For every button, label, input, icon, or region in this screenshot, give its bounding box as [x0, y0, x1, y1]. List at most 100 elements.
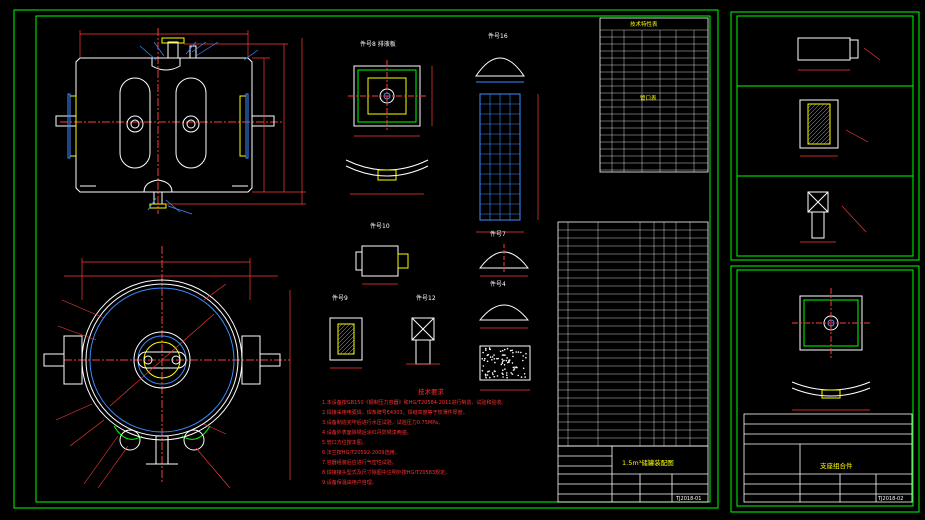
plan-flange-circle	[89, 287, 235, 433]
leader-1	[139, 45, 157, 61]
speckle-dot	[512, 355, 514, 358]
detail-item-10: 件号10	[355, 222, 409, 285]
hatch-line	[807, 103, 825, 121]
support-xbox-leader	[841, 205, 867, 233]
hatch-line	[343, 343, 355, 355]
speckle-dot	[497, 357, 500, 360]
hatch-line	[337, 323, 343, 329]
detail-label-drain-plate: 件号8 排液板	[360, 40, 396, 48]
hatch-line	[337, 323, 351, 337]
item10-body	[361, 245, 399, 277]
leader-8	[165, 199, 181, 213]
grid-panel-dome-top	[475, 57, 525, 77]
detail-item-7: 件号7	[478, 230, 530, 277]
left-side-nozzle	[55, 115, 77, 127]
vessel-front-view	[55, 28, 284, 214]
speckle-dot	[520, 376, 523, 378]
plan-leader-7	[203, 283, 227, 301]
speckle-dot	[491, 356, 494, 358]
plan-leader-5	[83, 435, 119, 485]
bottom-outlet	[143, 179, 173, 193]
leader-4	[191, 41, 207, 53]
support-section-hatch-frame	[807, 103, 831, 145]
baffle-right-port	[182, 115, 200, 133]
item4-speckle-fill	[481, 347, 527, 379]
speckle-dot	[499, 350, 502, 353]
hatch-line	[337, 323, 347, 333]
top-nozzle-flange	[161, 37, 185, 44]
support-pin-body	[797, 37, 851, 61]
speckle-dot	[488, 370, 490, 373]
front-view-shell-outline	[75, 57, 253, 193]
speckle-dot	[517, 351, 520, 353]
side-drawing-number: TJ2018-02	[877, 496, 903, 502]
speckle-dot	[491, 372, 494, 374]
plan-view-leaders	[55, 283, 231, 489]
speckle-dot	[492, 373, 494, 376]
speckle-dot	[503, 364, 506, 366]
speckle-dot	[491, 359, 493, 361]
detail-item-4: 件号4	[478, 280, 531, 391]
baffle-left-port	[126, 115, 144, 133]
sheet-frames	[13, 9, 920, 513]
note-line-7: 7.容器组装后应进行气密性试验。	[322, 459, 397, 466]
side-bottom-title-block: 支座组合件 TJ2018-02	[743, 413, 913, 503]
baffle-right-port-inner	[186, 119, 196, 129]
leader-6	[243, 49, 259, 61]
support-xbox-cross-2	[807, 191, 829, 213]
speckle-dot	[481, 369, 484, 372]
plan-leg-foot-left	[119, 429, 141, 451]
side-sheet-top-inner-frame	[736, 15, 914, 257]
item10-boss	[397, 253, 409, 269]
hatch-line	[819, 133, 831, 145]
top-manhole	[151, 58, 181, 71]
speckle-dot	[511, 349, 513, 352]
item4-block	[479, 345, 531, 381]
speckle-dot	[487, 353, 490, 356]
right-side-nozzle	[251, 115, 275, 127]
speckle-dot	[489, 356, 492, 358]
detail-label-9: 件号9	[332, 294, 348, 302]
plan-leader-9	[195, 447, 231, 489]
speckle-dot	[503, 348, 506, 351]
hatch-line	[337, 327, 355, 345]
leader-3	[185, 41, 197, 55]
hatch-line	[347, 347, 355, 355]
speckle-dot	[488, 347, 491, 349]
speckle-dot	[505, 359, 508, 362]
side-sheet-bottom-outer-frame	[730, 265, 920, 513]
hatch-line	[807, 103, 829, 125]
bottom-outlet-flange	[149, 203, 167, 209]
leader-9	[167, 205, 193, 215]
note-line-1: 1.本设备按GB150《钢制压力容器》和HG/T20584-2011进行制造、试…	[322, 399, 506, 406]
hatch-line	[807, 103, 821, 117]
hatch-line	[811, 125, 831, 145]
speckle-dot	[511, 362, 514, 364]
speckle-dot	[503, 359, 505, 362]
drain-plate-curved-profile-2	[345, 165, 429, 177]
side-sheet-top-details	[797, 37, 881, 243]
speckle-dot	[522, 367, 525, 370]
speckle-dot	[507, 361, 509, 364]
speckle-dot	[508, 359, 511, 361]
parts-list-rows	[558, 222, 708, 446]
speckle-dot	[494, 361, 496, 364]
drain-plate-boss	[377, 169, 397, 181]
speckle-dot	[520, 351, 522, 354]
speckle-dot	[517, 374, 519, 377]
speckle-dot	[524, 376, 526, 378]
speckle-dot	[484, 375, 487, 377]
support-section-leader	[845, 129, 869, 143]
nozzle-table-heading: 管口表	[640, 94, 657, 102]
speckle-dot	[502, 376, 504, 378]
speckle-dot	[525, 356, 527, 359]
hatch-line	[807, 117, 831, 141]
hatch-line	[807, 121, 831, 145]
plan-leader-4	[69, 419, 105, 447]
front-view-dimensions	[79, 30, 306, 205]
hatch-line	[807, 105, 831, 129]
plan-manhole-circle	[133, 331, 191, 389]
speckle-dot	[486, 360, 489, 363]
hatch-line	[337, 335, 355, 353]
hatch-line	[351, 351, 355, 355]
